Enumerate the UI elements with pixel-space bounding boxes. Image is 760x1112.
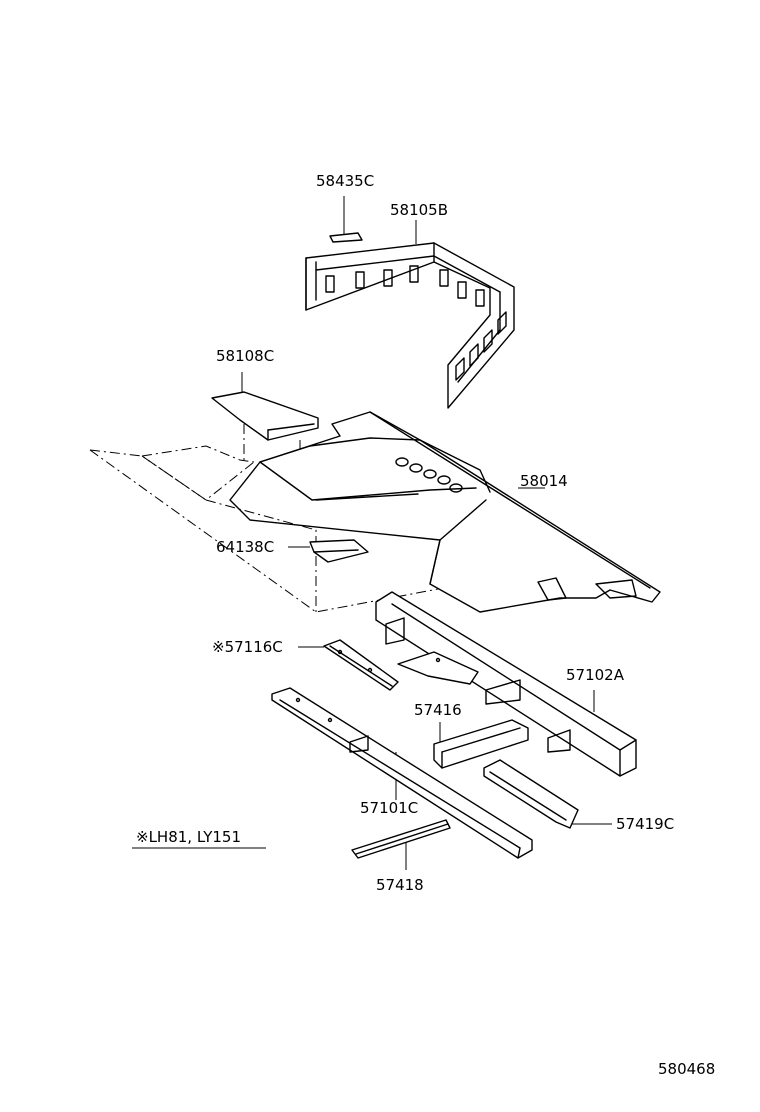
label-57416: 57416 xyxy=(414,701,462,719)
part-58435c-clip xyxy=(329,196,363,243)
part-57418-member xyxy=(351,819,451,870)
label-64138c: 64138C xyxy=(216,538,275,556)
figure-number: 580468 xyxy=(658,1060,716,1078)
label-57418: 57418 xyxy=(376,876,424,894)
label-57419c: 57419C xyxy=(616,815,675,833)
part-57419c-member xyxy=(483,759,612,829)
part-58014-floor-pan xyxy=(89,411,661,613)
label-58108c: 58108C xyxy=(216,347,275,365)
applicability-note: ※LH81, LY151 xyxy=(136,828,241,846)
part-57102a-rail xyxy=(375,591,637,777)
label-58435c: 58435C xyxy=(316,172,375,190)
part-57101c-rail xyxy=(271,687,533,859)
part-58105b-bracket xyxy=(305,220,515,409)
label-57116c: ※57116C xyxy=(212,638,283,656)
part-64138c-bracket xyxy=(288,539,369,563)
label-58014: 58014 xyxy=(520,472,568,490)
label-57101c: 57101C xyxy=(360,799,419,817)
label-58105b: 58105B xyxy=(390,201,449,219)
part-57416-crossmember xyxy=(433,719,529,769)
label-57102a: 57102A xyxy=(566,666,624,684)
part-58108c-pan xyxy=(211,372,319,462)
part-57116c-member xyxy=(298,639,399,691)
